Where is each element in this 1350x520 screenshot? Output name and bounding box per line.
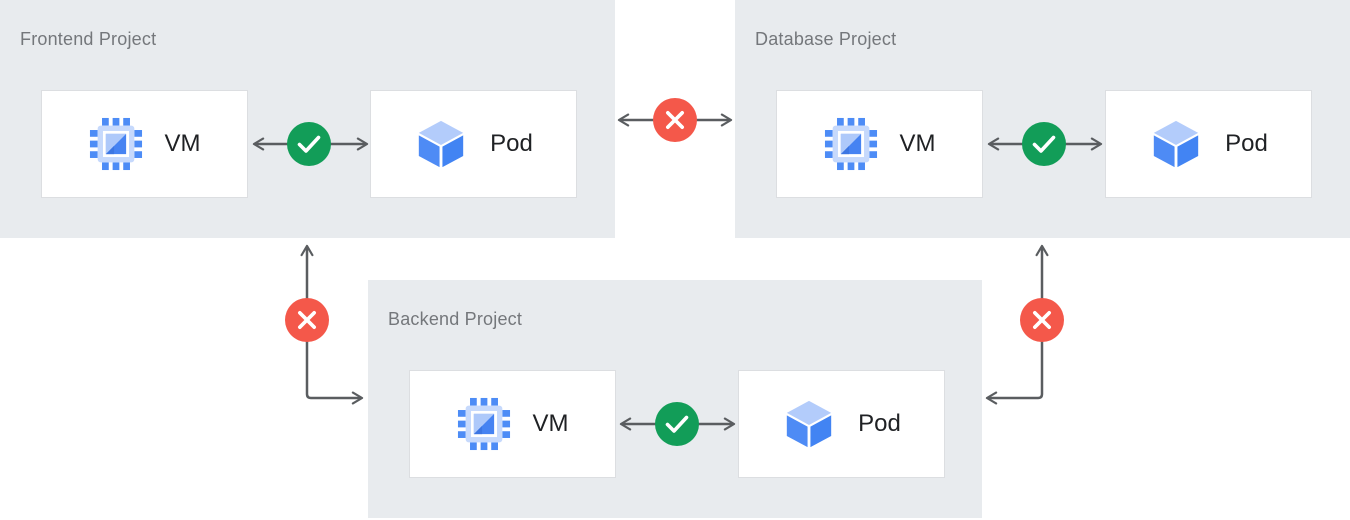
vm-node-label: VM xyxy=(899,130,936,157)
pod-node-label: Pod xyxy=(490,130,533,157)
project-panel-database: Database Project VM Pod xyxy=(735,0,1350,238)
vm-node-label: VM xyxy=(532,410,569,437)
database-vm-node: VM xyxy=(776,90,983,198)
frontend-vm-node: VM xyxy=(41,90,248,198)
project-title-frontend: Frontend Project xyxy=(20,29,157,49)
frontend-database-blocked-x-icon xyxy=(653,98,697,142)
backend-allowed-check-icon xyxy=(655,402,699,446)
kubernetes-pod-icon xyxy=(414,117,468,171)
database-allowed-check-icon xyxy=(1022,122,1066,166)
database-backend-blocked-x-icon xyxy=(1020,298,1064,342)
backend-pod-node: Pod xyxy=(738,370,945,478)
compute-engine-vm-icon xyxy=(89,117,143,171)
vm-node-label: VM xyxy=(164,130,201,157)
frontend-allowed-check-icon xyxy=(287,122,331,166)
compute-engine-vm-icon xyxy=(824,117,878,171)
project-title-backend: Backend Project xyxy=(388,309,523,329)
frontend-backend-blocked-x-icon xyxy=(285,298,329,342)
database-pod-node: Pod xyxy=(1105,90,1312,198)
pod-node-label: Pod xyxy=(1225,130,1268,157)
kubernetes-pod-icon xyxy=(1149,117,1203,171)
frontend-pod-node: Pod xyxy=(370,90,577,198)
backend-vm-node: VM xyxy=(409,370,616,478)
compute-engine-vm-icon xyxy=(457,397,511,451)
kubernetes-pod-icon xyxy=(782,397,836,451)
project-panel-frontend: Frontend Project VM Pod xyxy=(0,0,615,238)
project-panel-backend: Backend Project VM Pod xyxy=(368,280,982,518)
pod-node-label: Pod xyxy=(858,410,901,437)
project-title-database: Database Project xyxy=(755,29,897,49)
